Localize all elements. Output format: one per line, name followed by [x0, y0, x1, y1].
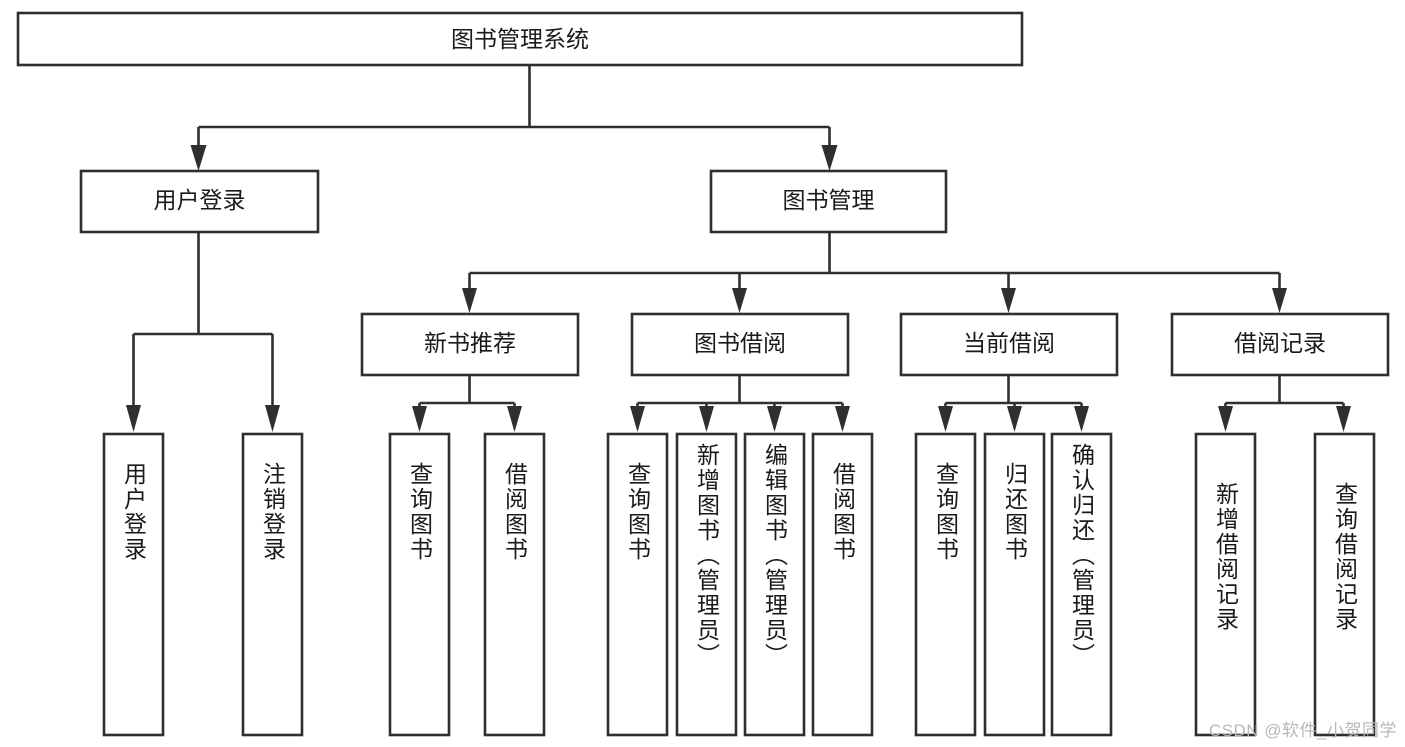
node-user-login-box[interactable]	[79, 169, 320, 234]
arrow-leaf-confirm-return	[1074, 406, 1089, 432]
leaf-borrow-book-1-box[interactable]	[483, 432, 546, 737]
node-new-book-rec[interactable]: 新书推荐	[360, 312, 580, 377]
leaf-edit-book-label: 编辑图书（管理员）	[762, 443, 789, 668]
leaf-edit-book-box[interactable]	[743, 432, 806, 737]
leaf-logout-box[interactable]	[241, 432, 304, 737]
node-current-borrow-label: 当前借阅	[963, 330, 1055, 356]
node-book-borrow[interactable]: 图书借阅	[630, 312, 850, 377]
node-current-borrow-box[interactable]	[899, 312, 1119, 377]
leaf-logout-label: 注销登录	[260, 462, 287, 562]
leaf-borrow-book-1-label: 借阅图书	[502, 462, 529, 562]
leaf-logout[interactable]: 注销登录	[241, 432, 304, 737]
leaf-add-book-label: 新增图书（管理员）	[694, 443, 721, 668]
arrow-to-user-login	[190, 145, 207, 171]
leaf-confirm-return[interactable]: 确认归还（管理员）	[1050, 432, 1113, 737]
leaf-edit-book[interactable]: 编辑图书（管理员）	[743, 432, 806, 737]
node-borrow-record[interactable]: 借阅记录	[1170, 312, 1390, 377]
node-book-manage-label: 图书管理	[783, 187, 875, 213]
leaf-query-book-3-box[interactable]	[914, 432, 977, 737]
leaf-confirm-return-label: 确认归还（管理员）	[1069, 443, 1096, 668]
arrow-to-current-borrow	[1001, 288, 1016, 313]
leaf-query-book-1[interactable]: 查询图书	[388, 432, 451, 737]
arrow-leaf-query-book-2	[630, 406, 645, 432]
arrow-to-new-book-rec	[462, 288, 477, 313]
leaf-query-book-1-box[interactable]	[388, 432, 451, 737]
leaf-query-book-3[interactable]: 查询图书	[914, 432, 977, 737]
leaf-borrow-book-2[interactable]: 借阅图书	[811, 432, 874, 737]
arrow-leaf-query-book-1	[412, 406, 427, 432]
leaf-query-book-2[interactable]: 查询图书	[606, 432, 669, 737]
node-root[interactable]: 图书管理系统	[16, 11, 1024, 67]
node-root-label: 图书管理系统	[451, 26, 589, 52]
leaf-return-book-label: 归还图书	[1002, 462, 1029, 562]
arrow-leaf-query-record	[1336, 406, 1351, 432]
node-book-borrow-box[interactable]	[630, 312, 850, 377]
node-user-login-label: 用户登录	[154, 187, 246, 213]
node-borrow-record-label: 借阅记录	[1234, 330, 1326, 356]
arrow-leaf-query-book-3	[938, 406, 953, 432]
arrow-leaf-user-login	[126, 405, 141, 432]
connector-group	[126, 65, 1351, 432]
node-borrow-record-box[interactable]	[1170, 312, 1390, 377]
leaf-query-record-box[interactable]	[1313, 432, 1376, 737]
leaf-query-record[interactable]: 查询借阅记录	[1313, 432, 1376, 737]
leaf-user-login-label: 用户登录	[121, 462, 148, 562]
leaf-add-book[interactable]: 新增图书（管理员）	[675, 432, 738, 737]
arrow-leaf-edit-book	[767, 406, 782, 432]
leaf-query-book-2-box[interactable]	[606, 432, 669, 737]
node-book-borrow-label: 图书借阅	[694, 330, 786, 356]
arrow-to-book-borrow	[732, 288, 747, 313]
leaf-add-book-box[interactable]	[675, 432, 738, 737]
node-current-borrow[interactable]: 当前借阅	[899, 312, 1119, 377]
leaf-add-record-label: 新增借阅记录	[1213, 482, 1240, 632]
arrow-leaf-return-book	[1007, 406, 1022, 432]
leaf-query-book-3-label: 查询图书	[933, 462, 960, 562]
arrow-to-borrow-record	[1272, 288, 1287, 313]
leaf-query-book-2-label: 查询图书	[625, 462, 652, 562]
leaf-borrow-book-1[interactable]: 借阅图书	[483, 432, 546, 737]
leaf-user-login-box[interactable]	[102, 432, 165, 737]
node-book-manage[interactable]: 图书管理	[709, 169, 948, 234]
arrow-leaf-logout	[265, 405, 280, 432]
node-user-login[interactable]: 用户登录	[79, 169, 320, 234]
leaf-add-record[interactable]: 新增借阅记录	[1194, 432, 1257, 737]
leaf-return-book[interactable]: 归还图书	[983, 432, 1046, 737]
leaf-borrow-book-2-label: 借阅图书	[830, 462, 857, 562]
leaf-borrow-book-2-box[interactable]	[811, 432, 874, 737]
node-book-manage-box[interactable]	[709, 169, 948, 234]
leaf-confirm-return-box[interactable]	[1050, 432, 1113, 737]
leaf-add-record-box[interactable]	[1194, 432, 1257, 737]
node-root-box[interactable]	[16, 11, 1024, 67]
arrow-leaf-add-record	[1218, 406, 1233, 432]
node-new-book-rec-box[interactable]	[360, 312, 580, 377]
node-new-book-rec-label: 新书推荐	[424, 330, 516, 356]
arrow-leaf-add-book	[699, 406, 714, 432]
leaf-return-book-box[interactable]	[983, 432, 1046, 737]
arrow-leaf-borrow-book-2	[835, 406, 850, 432]
leaf-query-book-1-label: 查询图书	[407, 462, 434, 562]
leaf-user-login[interactable]: 用户登录	[102, 432, 165, 737]
leaf-query-record-label: 查询借阅记录	[1332, 482, 1359, 632]
arrow-to-book-manage	[821, 145, 838, 171]
arrow-leaf-borrow-book-1	[507, 406, 522, 432]
